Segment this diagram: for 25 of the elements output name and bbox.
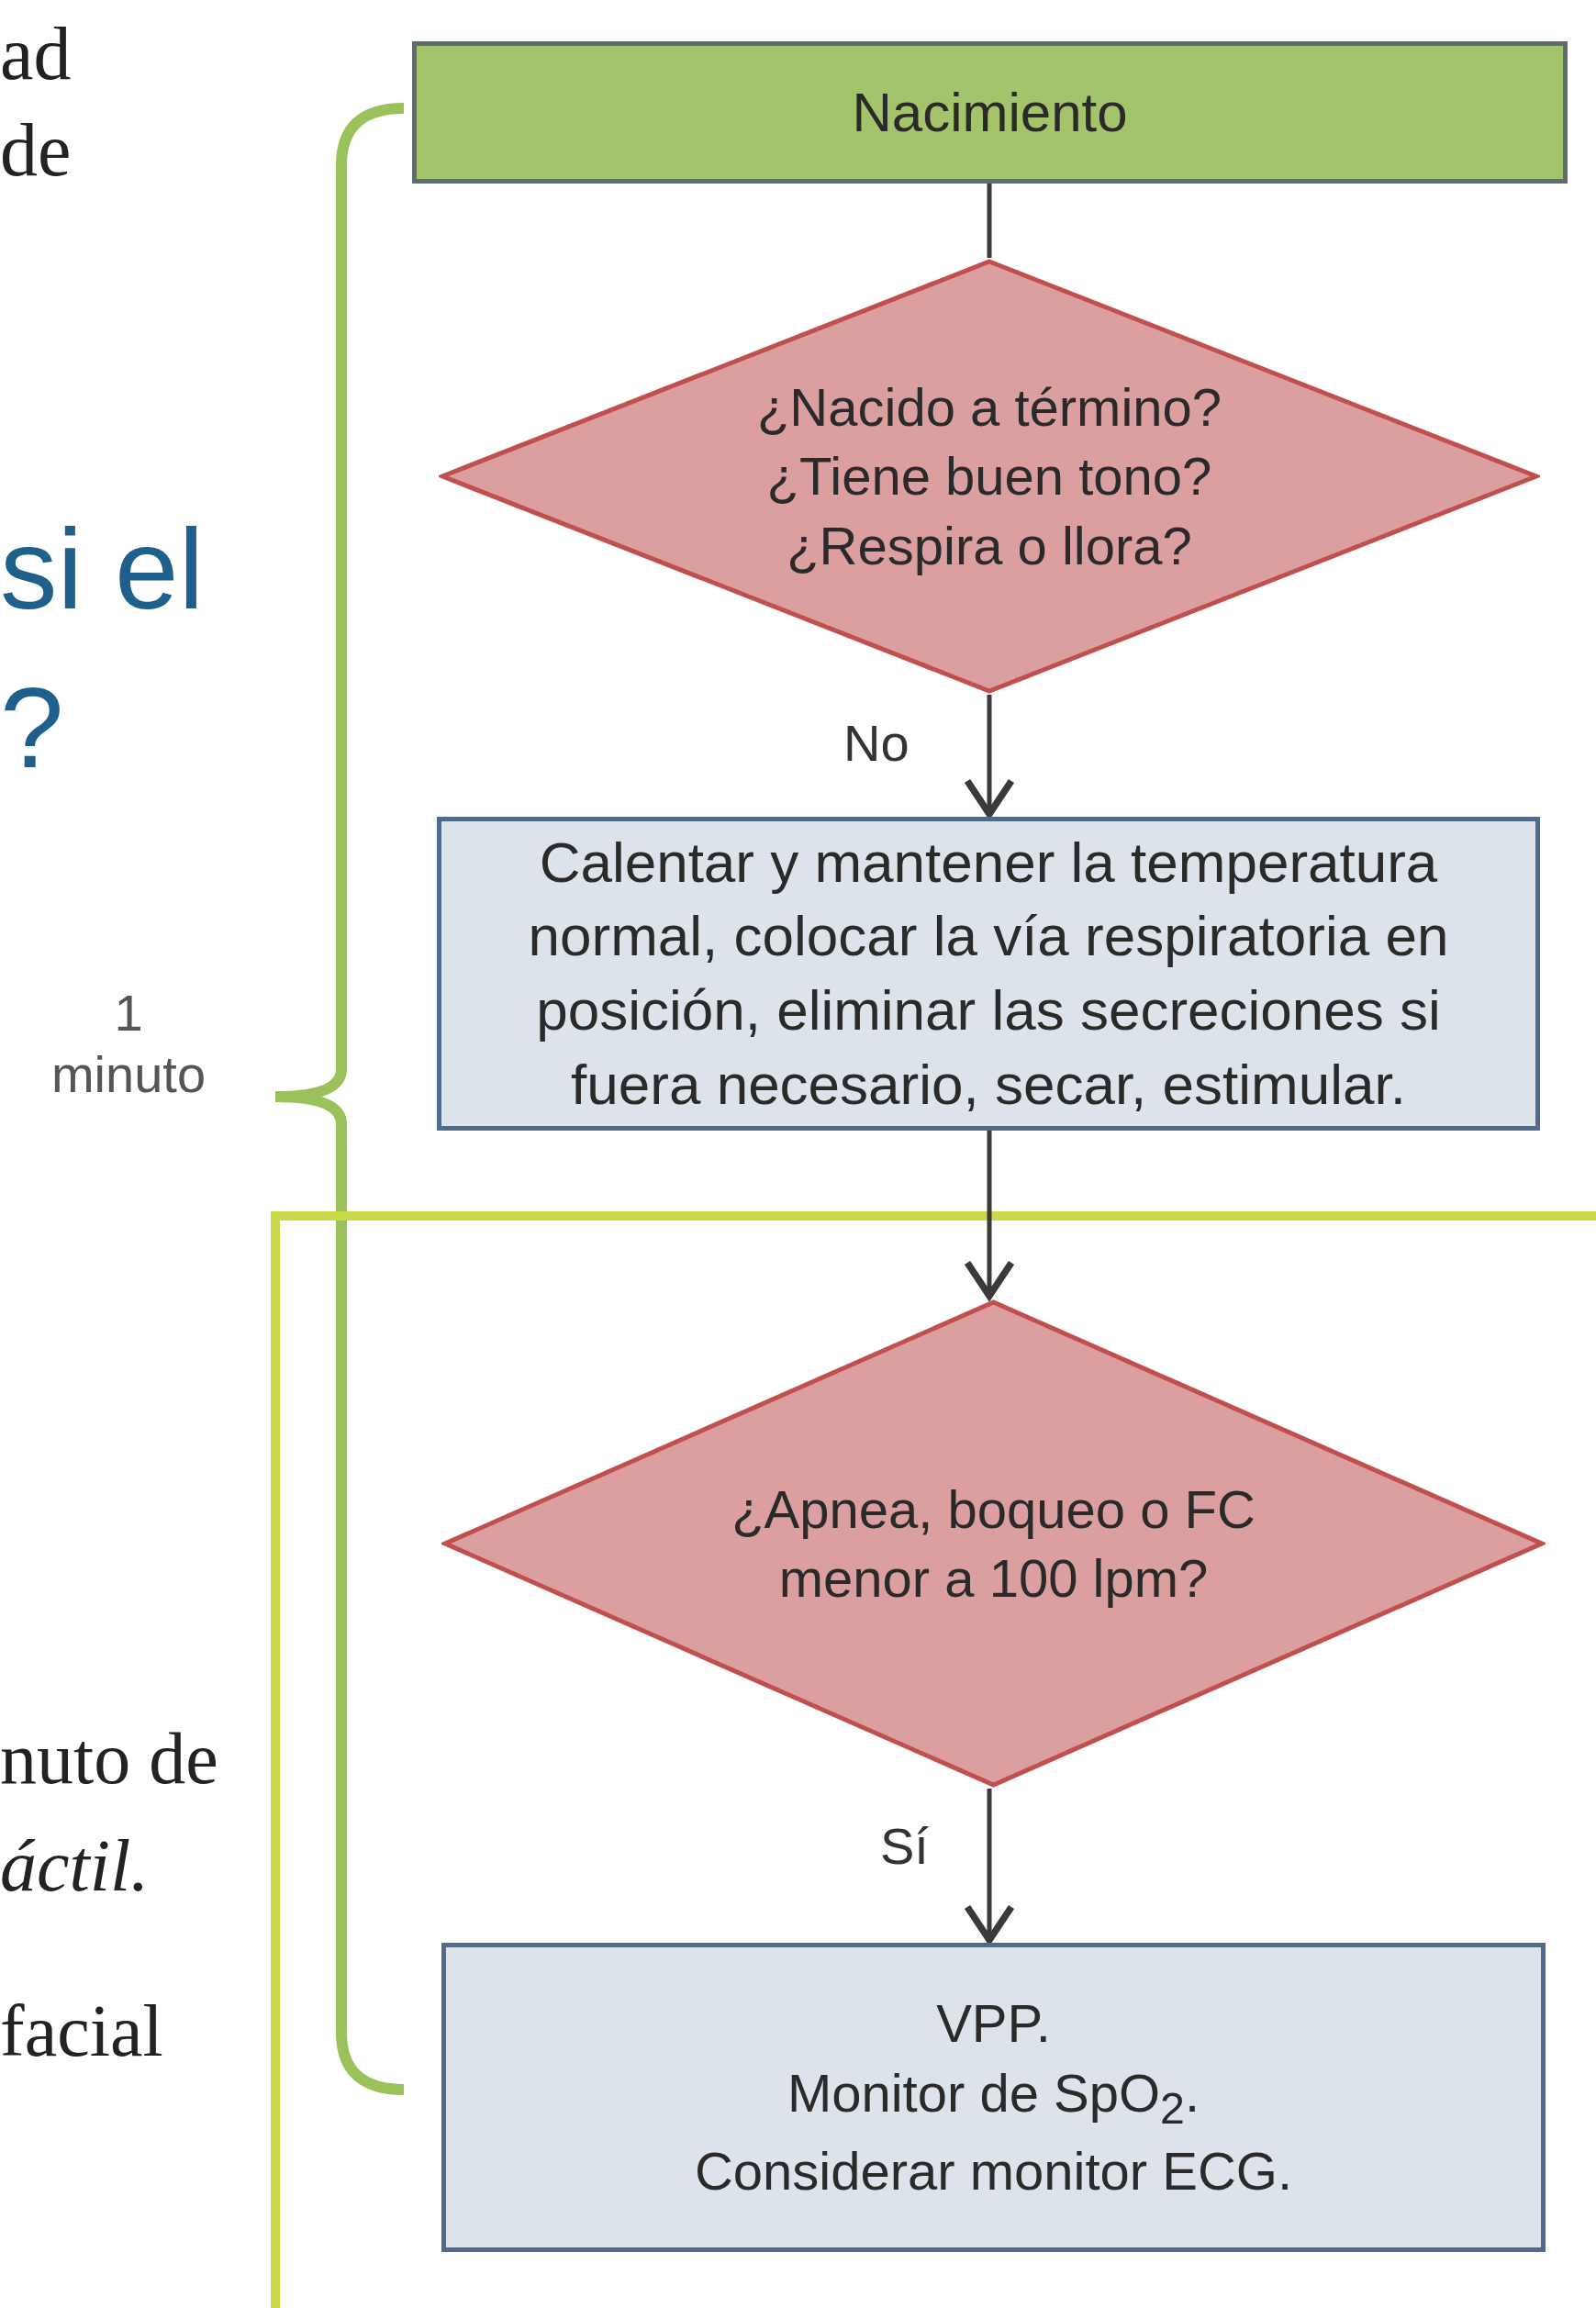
arrow: [964, 1789, 1015, 1944]
node-text: Considerar monitor ECG.: [694, 2140, 1293, 2203]
node-text: ¿Apnea, boqueo o FC menor a 100 lpm?: [731, 1477, 1256, 1610]
decision-diamond: [441, 1299, 1546, 1789]
process-box: [437, 817, 1540, 1131]
node-text: Calentar y mantener la temperatura normal, colocar la vía respiratoria en posición, eliminar las secreciones si fuera necesario, secar, estimular.: [527, 829, 1450, 1118]
text-label: ad: [0, 11, 72, 97]
start-box: [412, 41, 1568, 184]
text-label: nuto de: [0, 1717, 218, 1801]
text-label: ?: [0, 663, 64, 793]
node-text: ¿Respira o llora?: [787, 514, 1192, 577]
node-text: ¿Nacido a término?: [756, 375, 1222, 439]
node-text: Nacimiento: [852, 80, 1128, 145]
text-label: áctil.: [0, 1824, 150, 1908]
node-text: VPP.: [936, 1992, 1051, 2056]
node-text: Monitor de SpO$_{2}$.: [787, 2061, 1200, 2135]
text-label: si el: [0, 504, 205, 634]
text-label: facial: [0, 1990, 163, 2073]
arrow: [964, 1131, 1015, 1299]
text-label: de: [0, 107, 72, 194]
arrow: [964, 695, 1015, 818]
process-box: [441, 1943, 1546, 2252]
decision-diamond: [439, 258, 1540, 695]
node-text: ¿Tiene buen tono?: [766, 445, 1212, 508]
text-label: 1 minuto: [50, 983, 207, 1106]
